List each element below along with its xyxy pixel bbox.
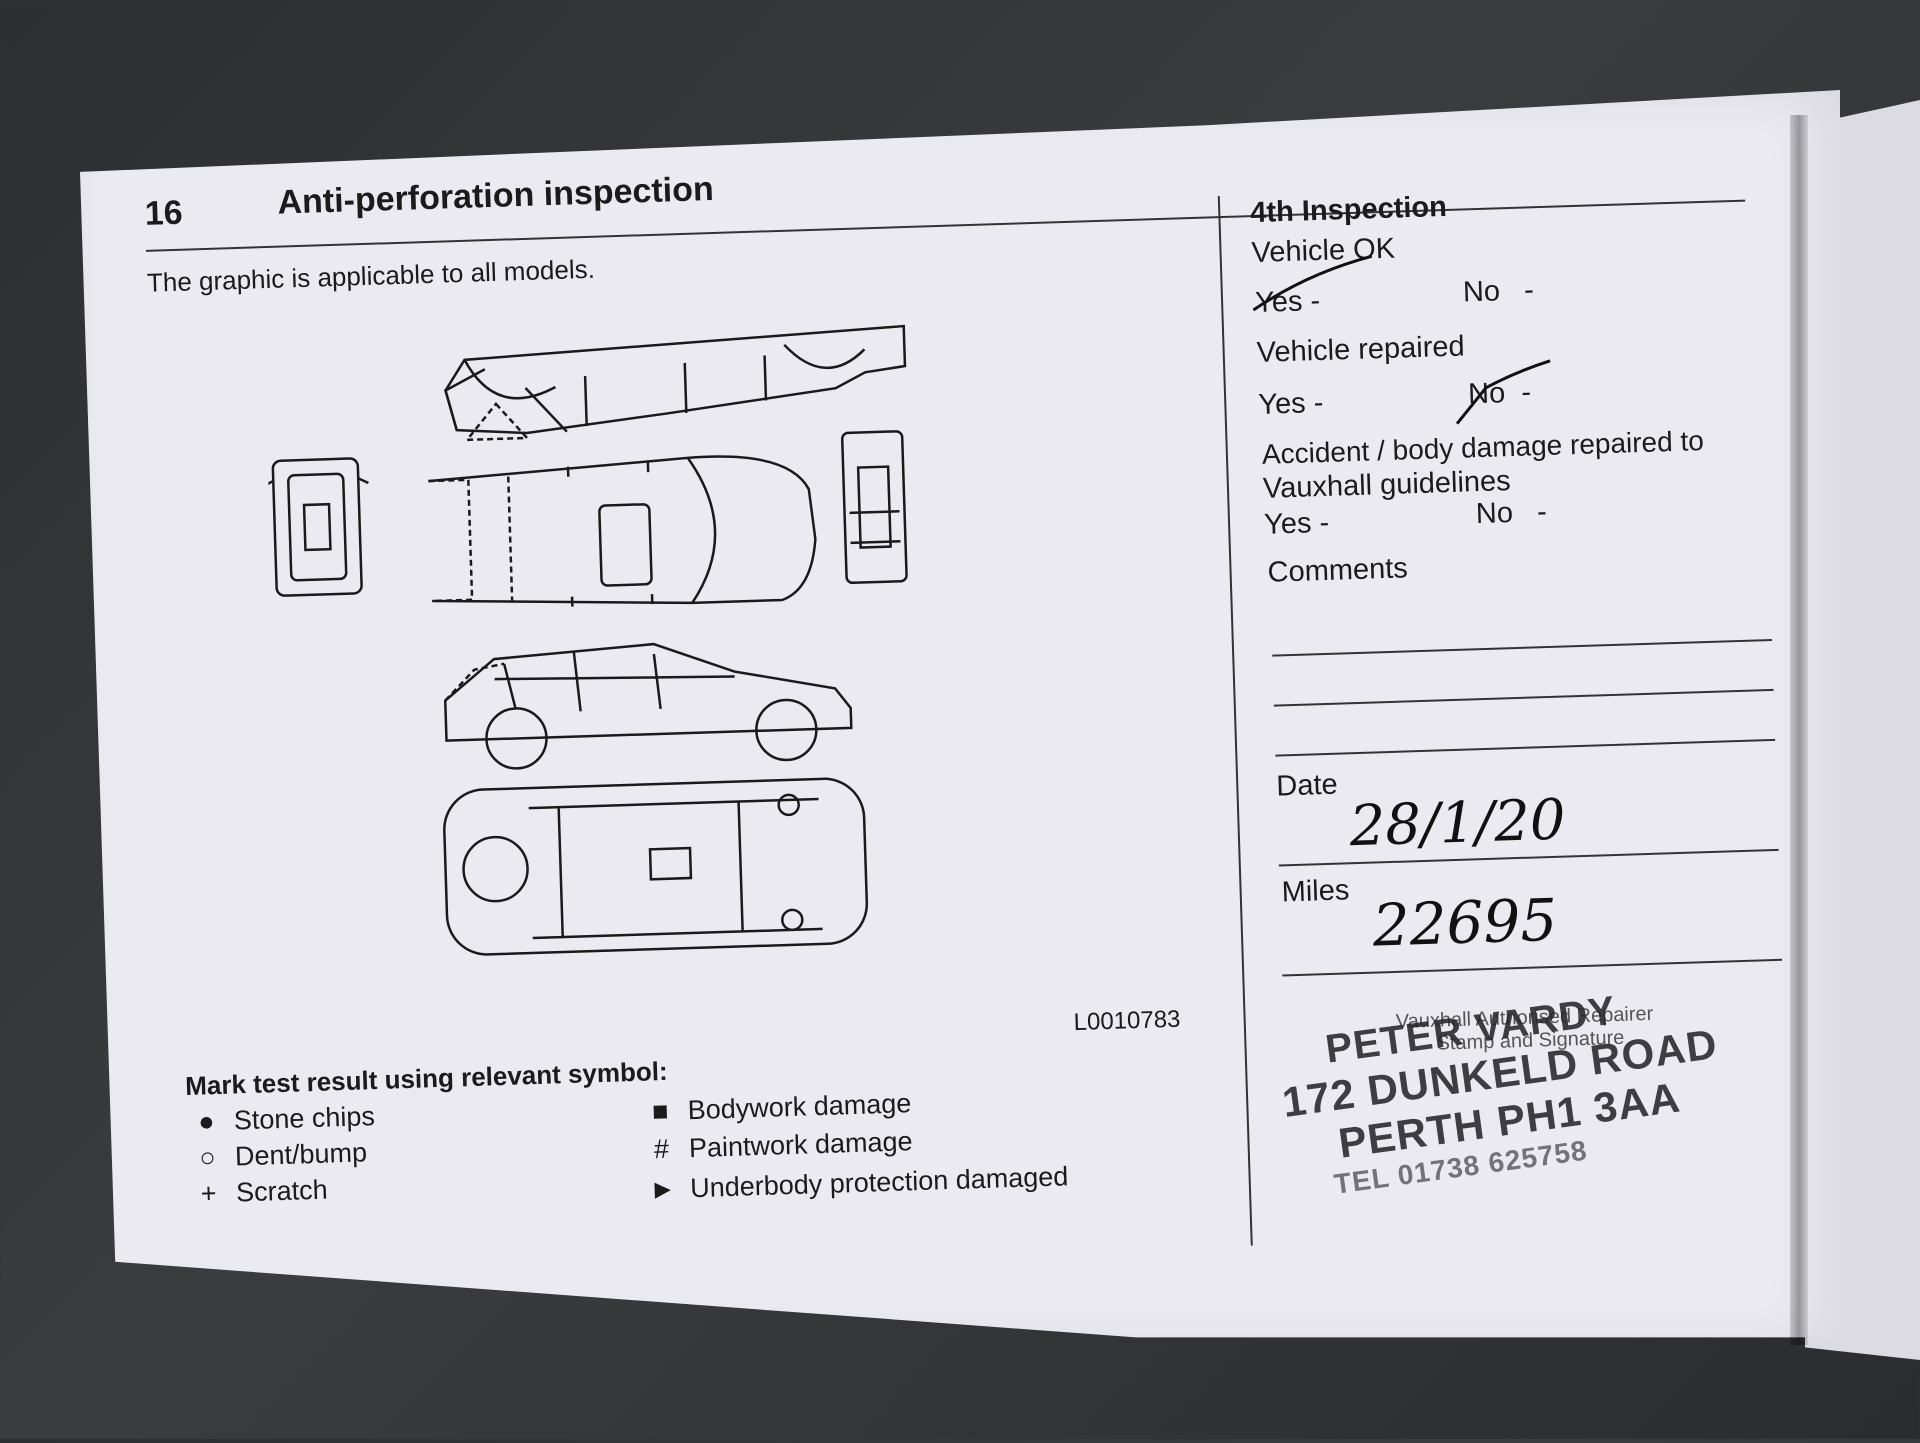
- accident-no: No -: [1475, 495, 1548, 531]
- car-front-view: [262, 457, 369, 597]
- comment-line-2: [1273, 688, 1774, 707]
- legend-label: Underbody protection damaged: [689, 1161, 1069, 1204]
- comment-line-3: [1275, 738, 1776, 757]
- legend-label: Bodywork damage: [687, 1088, 912, 1126]
- legend-label: Dent/bump: [234, 1137, 368, 1172]
- car-underbody-view: [443, 777, 869, 956]
- intro-text: The graphic is applicable to all models.: [146, 253, 596, 298]
- vehicle-repaired-label: Vehicle repaired: [1256, 330, 1466, 369]
- inspection-heading: 4th Inspection: [1249, 190, 1448, 230]
- car-diagram: [262, 324, 908, 956]
- booklet-page: [80, 90, 1840, 1338]
- legend-title: Mark test result using relevant symbol:: [184, 1055, 669, 1101]
- car-top-view: [428, 455, 817, 607]
- vehicle-repaired-yes: Yes -: [1257, 386, 1324, 421]
- booklet-spine: [1790, 115, 1808, 1345]
- legend-label: Scratch: [235, 1174, 329, 1208]
- page-title: Anti-perforation inspection: [276, 169, 715, 222]
- paintwork-damage-symbol: #: [653, 1133, 670, 1165]
- page-number: 16: [144, 193, 184, 233]
- bodywork-damage-symbol: ■: [651, 1095, 669, 1127]
- legend-item-bodywork-damage: ■ Bodywork damage: [640, 1088, 912, 1128]
- tick-mark-vehicle-repaired: [1455, 359, 1551, 425]
- car-side-inverted: [444, 324, 907, 442]
- comment-line-1: [1272, 638, 1773, 657]
- date-handwritten: 28/1/20: [1348, 787, 1567, 860]
- legend-item-stone-chips: ● Stone chips: [186, 1101, 376, 1138]
- legend-label: Paintwork damage: [688, 1126, 913, 1164]
- accident-label-line2: Vauxhall guidelines: [1262, 465, 1512, 505]
- dent-bump-symbol: ○: [198, 1142, 217, 1173]
- dealer-stamp: PETER VARDY 172 DUNKELD ROAD PERTH PH1 3…: [1273, 971, 1762, 1206]
- legend-item-paintwork-damage: # Paintwork damage: [641, 1126, 913, 1166]
- tick-mark-vehicle-ok: [1252, 254, 1373, 312]
- miles-line: [1282, 958, 1783, 976]
- miles-label: Miles: [1281, 874, 1350, 909]
- comments-label: Comments: [1267, 552, 1409, 589]
- accident-label-line1: Accident / body damage repaired to: [1261, 424, 1705, 470]
- diagram-code: L0010783: [1073, 1005, 1181, 1037]
- car-side-view: [443, 642, 853, 770]
- miles-handwritten: 22695: [1371, 885, 1559, 960]
- accident-yes: Yes -: [1263, 506, 1330, 541]
- scratch-symbol: +: [200, 1178, 217, 1209]
- legend-item-dent-bump: ○ Dent/bump: [187, 1137, 368, 1174]
- date-label: Date: [1275, 768, 1339, 803]
- vehicle-ok-no: No -: [1462, 274, 1535, 309]
- legend-item-scratch: + Scratch: [188, 1175, 328, 1210]
- stone-chips-symbol: ●: [197, 1106, 215, 1137]
- car-rear-view: [840, 430, 908, 585]
- legend-label: Stone chips: [233, 1101, 376, 1136]
- legend-item-underbody-protection: ► Underbody protection damaged: [642, 1161, 1069, 1205]
- underbody-protection-symbol: ►: [648, 1173, 677, 1205]
- column-divider: [1217, 196, 1253, 1246]
